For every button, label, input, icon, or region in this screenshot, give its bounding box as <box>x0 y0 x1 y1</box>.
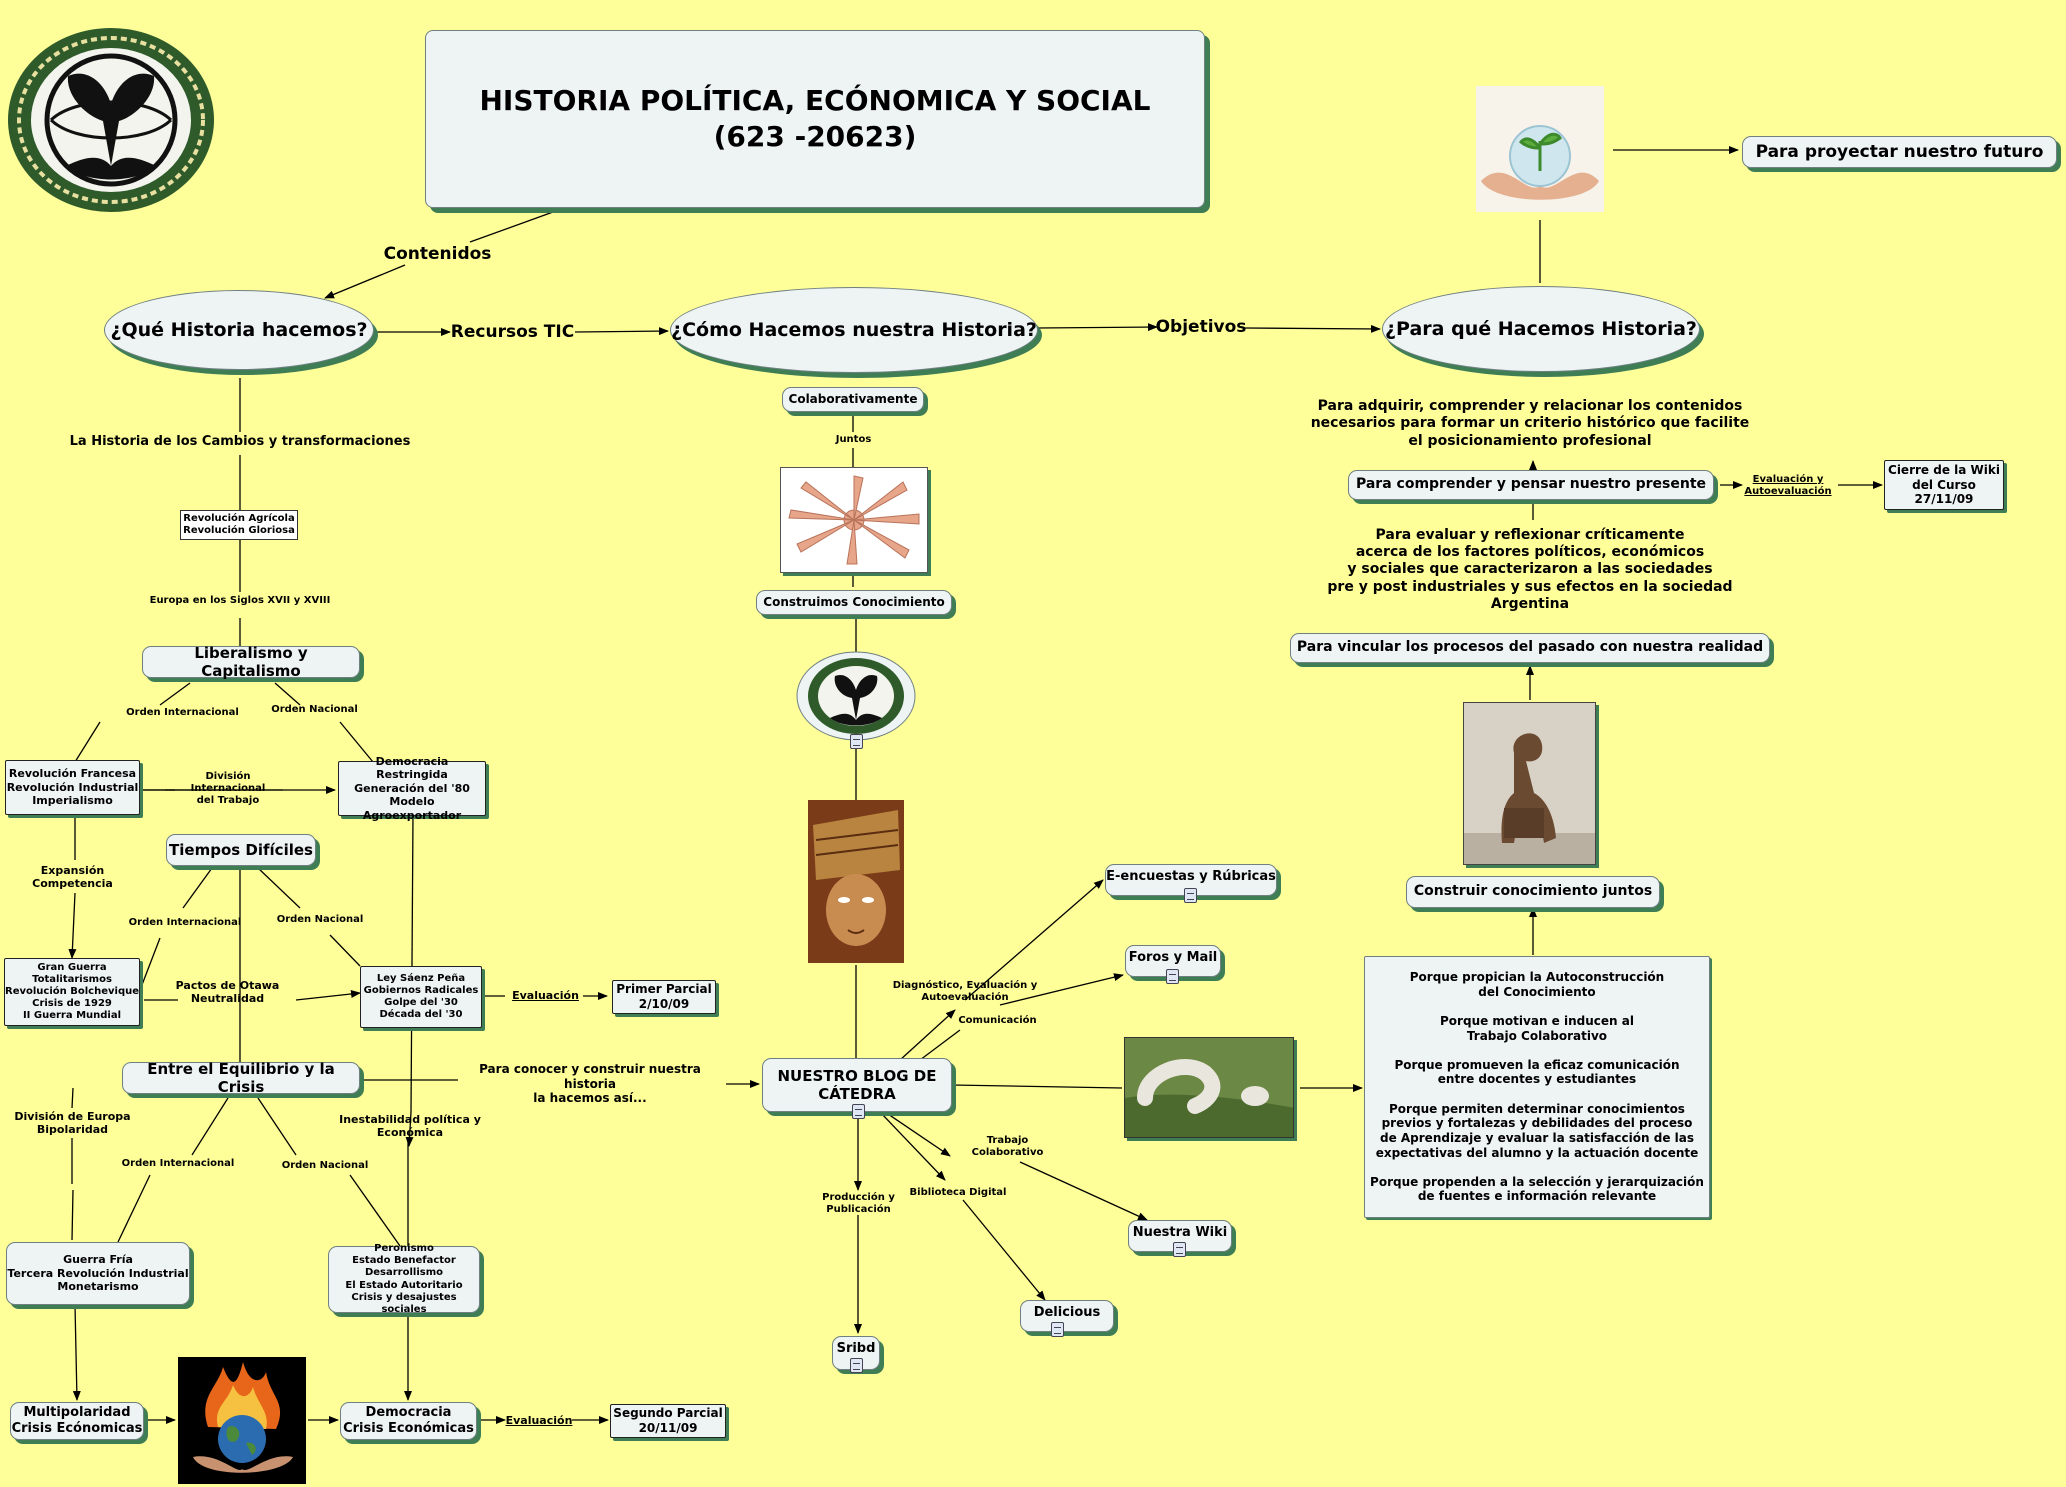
division-trabajo-label: División Internacional del Trabajo <box>190 770 266 807</box>
tiempos-dificiles-node[interactable]: Tiempos Difíciles <box>166 834 316 866</box>
multipolaridad-node[interactable]: Multipolaridad Crisis Ecónomicas <box>10 1402 144 1440</box>
colaborativamente-node[interactable]: Colaborativamente <box>782 387 924 412</box>
book-face-painting-image <box>808 800 904 963</box>
expansion-label: Expansión Competencia <box>32 863 113 890</box>
construimos-conocimiento-node[interactable]: Construimos Conocimiento <box>756 590 952 615</box>
joined-hands-image <box>780 467 928 573</box>
celtic-tree-of-life-icon <box>6 26 216 214</box>
juntos-label: Juntos <box>835 433 872 445</box>
vincular-procesos-node[interactable]: Para vincular los procesos del pasado co… <box>1290 633 1770 663</box>
document-attachment-icon[interactable] <box>850 1358 863 1373</box>
para-conocer-label: Para conocer y construir nuestra histori… <box>479 1062 701 1106</box>
europa-label: Europa en los Siglos XVII y XVIII <box>149 594 331 606</box>
como-hacemos-node[interactable]: ¿Cómo Hacemos nuestra Historia? <box>670 287 1038 373</box>
cierre-wiki-node[interactable]: Cierre de la Wiki del Curso 27/11/09 <box>1884 460 2004 510</box>
orden-internacional-label-1: Orden Internacional <box>126 706 239 718</box>
document-attachment-icon[interactable] <box>1166 969 1179 984</box>
contenidos-label: Contenidos <box>383 243 492 264</box>
trabajo-colaborativo-label: Trabajo Colaborativo <box>971 1134 1044 1158</box>
pactos-otawa-label: Pactos de Otawa Neutralidad <box>175 978 280 1005</box>
orden-nacional-label-2: Orden Nacional <box>276 913 364 925</box>
document-attachment-icon[interactable] <box>850 734 863 749</box>
historia-cambios-label: La Historia de los Cambios y transformac… <box>69 434 411 450</box>
saenz-pena-node[interactable]: Ley Sáenz Peña Gobiernos Radicales Golpe… <box>360 966 482 1028</box>
comunicacion-label: Comunicación <box>958 1014 1037 1026</box>
orden-internacional-label-2: Orden Internacional <box>128 916 242 928</box>
division-europa-label: División de Europa Bipolaridad <box>14 1109 131 1136</box>
thinker-sculpture-image <box>1463 702 1596 865</box>
democracia-restringida-node[interactable]: Democracia Restringida Generación del '8… <box>338 755 486 822</box>
revolucion-agricola-node[interactable]: Revolución Agrícola Revolución Gloriosa <box>180 510 298 540</box>
gran-guerra-node[interactable]: Gran Guerra Totalitarismos Revolución Bo… <box>4 958 140 1026</box>
para-que-node[interactable]: ¿Para qué Hacemos Historia? <box>1382 286 1700 372</box>
biblioteca-digital-label: Biblioteca Digital <box>909 1186 1007 1198</box>
porque-reasons-node[interactable]: Porque propician la Autoconstrucción del… <box>1364 956 1710 1218</box>
document-attachment-icon[interactable] <box>1173 1242 1186 1257</box>
liberalismo-node[interactable]: Liberalismo y Capitalismo <box>142 644 360 680</box>
democracia-node[interactable]: Democracia Crisis Económicas <box>340 1402 477 1440</box>
evaluar-text: Para evaluar y reflexionar críticamente … <box>1327 527 1733 612</box>
peronismo-node[interactable]: Peronismo Estado Benefactor Desarrollism… <box>328 1243 480 1315</box>
equilibrio-crisis-node[interactable]: Entre el Equilibrio y la Crisis <box>122 1060 360 1096</box>
inestabilidad-label: Inestabilidad política y Económica <box>339 1112 481 1139</box>
document-attachment-icon[interactable] <box>852 1104 865 1119</box>
adquirir-text: Para adquirir, comprender y relacionar l… <box>1310 398 1750 449</box>
segundo-parcial-node[interactable]: Segundo Parcial 20/11/09 <box>610 1404 726 1438</box>
recursos-tic-label: Recursos TIC <box>450 321 575 342</box>
proyectar-futuro-node[interactable]: Para proyectar nuestro futuro <box>1742 136 2057 168</box>
guerra-fria-node[interactable]: Guerra Fría Tercera Revolución Industria… <box>6 1242 190 1305</box>
comprender-presente-node[interactable]: Para comprender y pensar nuestro present… <box>1348 470 1714 500</box>
objetivos-label: Objetivos <box>1155 316 1247 337</box>
celtic-tree-small-icon <box>795 650 917 742</box>
hands-globe-plant-image <box>1476 86 1604 212</box>
e-encuestas-node[interactable]: E-encuestas y Rúbricas <box>1105 864 1277 896</box>
map-title: HISTORIA POLÍTICA, ECÓNOMICA Y SOCIAL (6… <box>425 30 1205 208</box>
evaluacion-autoevaluacion-label: Evaluación y Autoevaluación <box>1744 473 1832 497</box>
burning-globe-image <box>178 1357 306 1484</box>
delicious-node[interactable]: Delicious <box>1020 1300 1114 1332</box>
primer-parcial-node[interactable]: Primer Parcial 2/10/09 <box>612 980 716 1014</box>
construir-conocimiento-node[interactable]: Construir conocimiento juntos <box>1406 876 1660 908</box>
produccion-label: Producción y Publicación <box>822 1191 895 1215</box>
question-mark-sculpture-image <box>1124 1037 1294 1138</box>
que-historia-node[interactable]: ¿Qué Historia hacemos? <box>104 290 374 370</box>
evaluacion-label-2: Evaluación <box>505 1414 573 1428</box>
orden-nacional-label-3: Orden Nacional <box>281 1159 369 1171</box>
revolucion-francesa-node[interactable]: Revolución Francesa Revolución Industria… <box>5 760 140 815</box>
blog-catedra-node[interactable]: NUESTRO BLOG DE CÁTEDRA <box>762 1058 952 1112</box>
diagnostico-label: Diagnóstico, Evaluación y Autoevaluación <box>892 979 1038 1003</box>
document-attachment-icon[interactable] <box>1051 1322 1064 1337</box>
orden-nacional-label-1: Orden Nacional <box>271 703 358 715</box>
orden-internacional-label-3: Orden Internacional <box>121 1157 235 1169</box>
document-attachment-icon[interactable] <box>1184 888 1197 903</box>
evaluacion-label-1: Evaluación <box>512 989 579 1003</box>
